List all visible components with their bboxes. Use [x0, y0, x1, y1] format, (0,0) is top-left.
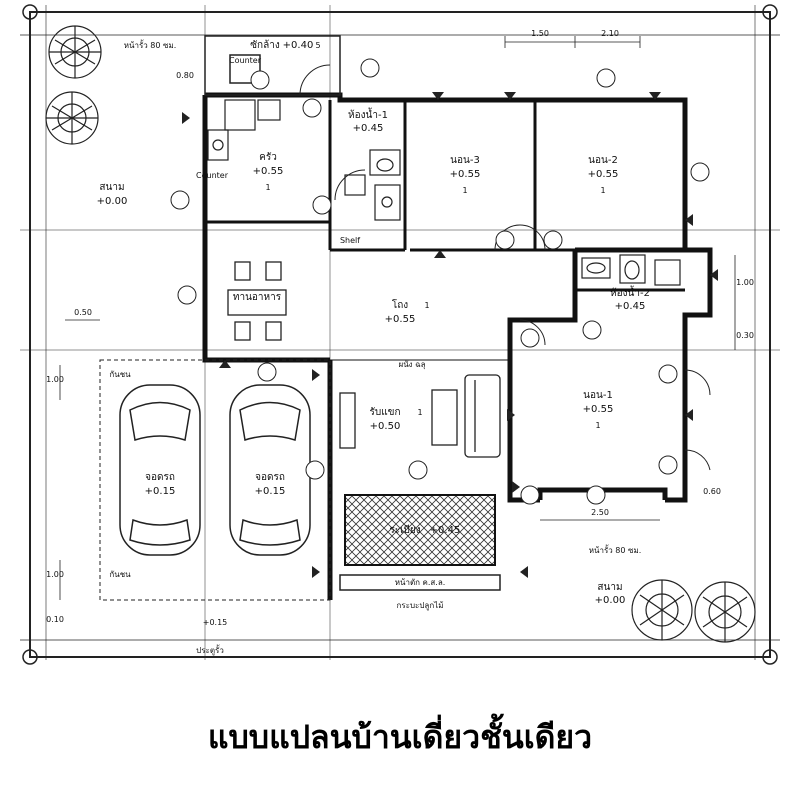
bedroom1-no: 1	[595, 421, 600, 430]
dim-side-a: 1.00	[736, 278, 754, 287]
dim-left-d: 0.10	[46, 615, 64, 624]
section-tags	[170, 58, 710, 505]
laundry-area	[204, 35, 341, 96]
tree-icon	[48, 25, 102, 79]
wall-top-note: หน้ารั้ว 80 ซม.	[124, 39, 177, 50]
bedroom1-level: +0.55	[583, 404, 614, 415]
dim-080: 0.80	[176, 71, 194, 80]
kitchen-fixtures	[207, 99, 281, 161]
floor-plan: สนาม +0.00 ครัว +0.55 1 ห้องน้ำ-1 +0.45 …	[20, 4, 780, 665]
kitchen-level: +0.55	[253, 166, 284, 177]
bedroom2-level: +0.55	[588, 169, 619, 180]
car-icon	[119, 384, 201, 556]
bedroom2-name: นอน-2	[588, 155, 618, 166]
garage-right-name: จอดรถ	[255, 472, 285, 483]
garden-west-level: +0.00	[97, 196, 128, 207]
laundry-no: 5	[315, 41, 320, 50]
dim-left-b: 1.00	[46, 375, 64, 384]
bedroom3-name: นอน-3	[450, 155, 480, 166]
tree-icon	[631, 579, 693, 641]
garden-east-name: สนาม	[597, 582, 622, 593]
interior-walls	[205, 100, 690, 361]
garden-east-level: +0.00	[595, 595, 626, 606]
terrace-level: +0.45	[430, 525, 461, 536]
door-swings	[334, 169, 711, 471]
corner-markers	[22, 4, 778, 665]
garage-right-level: +0.15	[255, 486, 286, 497]
living-level: +0.50	[370, 421, 401, 432]
bath1-level: +0.45	[353, 123, 384, 134]
dimension-lines	[59, 36, 736, 600]
hall-name: โถง	[392, 298, 408, 311]
dim-mid: 2.50	[591, 508, 609, 517]
counter-label: Counter	[229, 56, 262, 65]
laundry-name: ซักล้าง	[250, 39, 280, 51]
room-labels: สนาม +0.00 ครัว +0.55 1 ห้องน้ำ-1 +0.45 …	[97, 39, 650, 606]
front-level-label: +0.15	[203, 618, 228, 627]
garage-left-level: +0.15	[145, 486, 176, 497]
bath2-name: ห้องน้ำ-2	[610, 285, 650, 299]
hall-no: 1	[424, 301, 429, 310]
entrance-label: ประตูรั้ว	[196, 644, 224, 656]
garage-outline	[99, 359, 331, 601]
kitchen-name: ครัว	[259, 152, 277, 163]
dim-top-b: 2.10	[601, 29, 619, 38]
dining-name: ทานอาหาร	[233, 292, 282, 303]
dimension-labels: 1.50 2.10 1.00 0.30 0.50 1.00 1.00 0.10 …	[46, 29, 754, 624]
dim-left-c: 1.00	[46, 570, 64, 579]
counter-side-label: Counter	[196, 171, 229, 180]
laundry-level: +0.40	[283, 40, 314, 51]
garage-left-name: จอดรถ	[145, 472, 175, 483]
plan-caption: แบบแปลนบ้านเดี่ยวชั้นเดียว	[207, 718, 593, 756]
reinforced-label: หน้าตัก ค.ส.ล.	[395, 578, 446, 587]
bath2-level: +0.45	[615, 301, 646, 312]
terrace-deck	[344, 494, 496, 566]
dim-bottom-right: 0.60	[703, 487, 721, 496]
dining-table	[227, 261, 287, 341]
bath1-fixtures	[344, 149, 401, 221]
tree-icon	[45, 91, 99, 145]
bedroom2-no: 1	[600, 186, 605, 195]
dim-left-a: 0.50	[74, 308, 92, 317]
planter-box	[339, 574, 501, 591]
terrace-name: ระเบียง	[389, 524, 420, 536]
annotation-labels: หน้ารั้ว 80 ซม. หน้ารั้ว 80 ซม. Counter …	[109, 39, 641, 656]
living-no: 1	[417, 408, 422, 417]
dim-side-b: 0.30	[736, 331, 754, 340]
car-icon	[229, 384, 311, 556]
kitchen-no: 1	[265, 183, 270, 192]
garden-west-name: สนาม	[99, 182, 124, 193]
dim-top-a: 1.50	[531, 29, 549, 38]
bath1-name: ห้องน้ำ-1	[348, 107, 388, 121]
bedroom3-no: 1	[462, 186, 467, 195]
window-markers	[182, 92, 718, 578]
sofa	[339, 374, 501, 458]
living-name: รับแขก	[369, 407, 400, 418]
bath2-fixtures	[581, 254, 681, 286]
bedroom1-name: นอน-1	[583, 390, 613, 401]
planter-label: กระบะปลูกไม้	[397, 601, 444, 611]
wall-east-note: หน้ารั้ว 80 ซม.	[589, 544, 642, 555]
shelf-label: Shelf	[340, 236, 360, 245]
partition-label: ผนัง ฉลุ	[399, 360, 426, 369]
bedroom3-level: +0.55	[450, 169, 481, 180]
fence-left-label: กันชน	[109, 370, 131, 379]
hall-level: +0.55	[385, 314, 416, 325]
fence-left2-label: กันชน	[109, 570, 131, 579]
tree-icon	[694, 581, 756, 643]
